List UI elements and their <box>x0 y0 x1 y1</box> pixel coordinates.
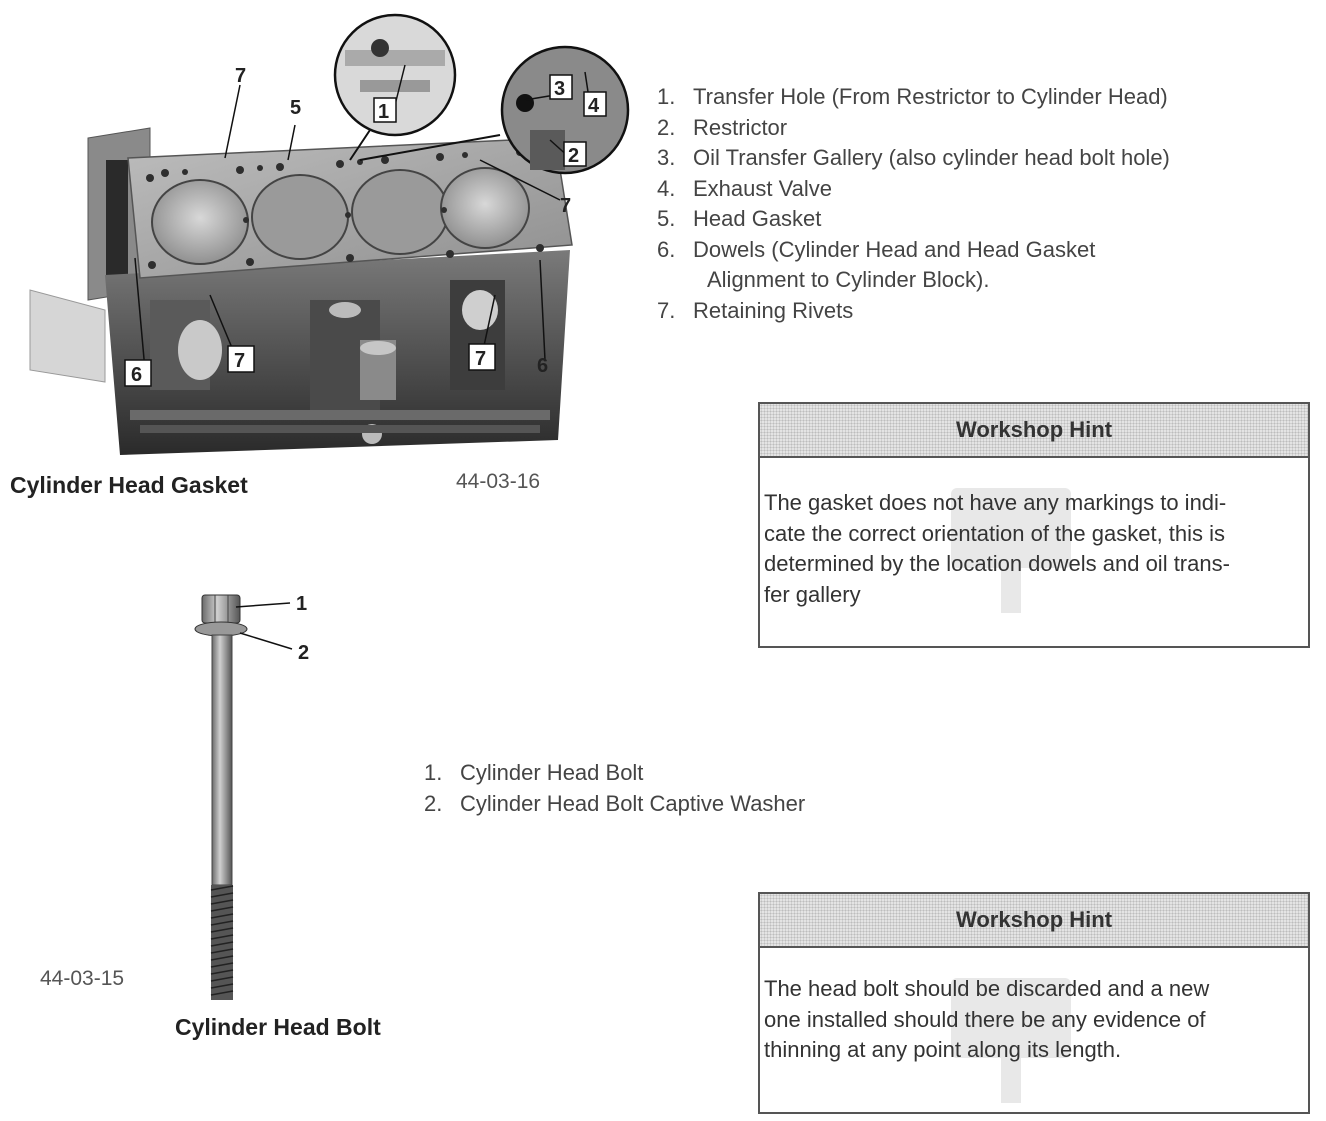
workshop-hint-box: Workshop Hint The head bolt should be di… <box>758 892 1310 1114</box>
figure-reference: 44-03-16 <box>456 470 541 493</box>
callout-2: 2 <box>298 642 309 664</box>
legend-number: 7. <box>657 297 676 323</box>
legend-item: 2. Restrictor <box>657 113 1297 144</box>
hint-line: fer gallery <box>764 581 861 607</box>
figure-caption: Cylinder Head Bolt <box>175 1014 381 1040</box>
figure-caption: Cylinder Head Gasket <box>10 472 248 498</box>
callout-4: 4 <box>588 95 600 117</box>
legend-number: 2. <box>657 114 676 140</box>
legend-item: 7. Retaining Rivets <box>657 296 1297 327</box>
legend-number: 5. <box>657 206 676 231</box>
figure-reference: 44-03-15 <box>40 967 125 990</box>
legend-item: 5. Head Gasket <box>657 204 1297 235</box>
legend-text: Transfer Hole (From Restrictor to Cylind… <box>693 84 1168 109</box>
legend-item: 1. Cylinder Head Bolt <box>424 758 924 789</box>
legend-item: 1. Transfer Hole (From Restrictor to Cyli… <box>657 82 1297 113</box>
legend-text: Oil Transfer Gallery (also cylinder head… <box>693 145 1170 170</box>
callout-6: 6 <box>131 364 142 386</box>
legend-text: Cylinder Head Bolt <box>460 760 644 785</box>
legend-text: Cylinder Head Bolt Captive Washer <box>460 790 806 816</box>
hint-line: thinning at any point along its length. <box>764 1037 1122 1062</box>
legend-text: Head Gasket <box>693 206 822 231</box>
hint-line: cate the correct orientation of the gask… <box>764 520 1226 546</box>
legend-text: Retaining Rivets <box>693 297 854 323</box>
hint-line: determined by the location dowels and oi… <box>764 551 1230 576</box>
callout-5: 5 <box>290 97 301 119</box>
legend-number: 3. <box>657 145 676 170</box>
callout-3: 3 <box>554 78 565 100</box>
callout-2: 2 <box>568 145 579 167</box>
legend-number: 1. <box>657 84 676 109</box>
workshop-hint-body: The head bolt should be discarded and a … <box>760 948 1308 1103</box>
hint-line: one installed should there be any eviden… <box>764 1006 1206 1032</box>
callout-7: 7 <box>560 195 571 217</box>
hint-line: The gasket does not have any markings to… <box>764 490 1227 515</box>
workshop-hint-title: Workshop Hint <box>760 894 1308 948</box>
callout-7: 7 <box>234 350 245 372</box>
callout-1: 1 <box>378 101 389 123</box>
gasket-legend: 1. Transfer Hole (From Restrictor to Cyli… <box>657 82 1297 326</box>
watermark-icon <box>951 488 1071 613</box>
legend-text: Restrictor <box>693 114 788 140</box>
workshop-hint-body: The gasket does not have any markings to… <box>760 458 1308 613</box>
callout-1: 1 <box>296 593 307 615</box>
callout-7: 7 <box>235 65 246 87</box>
legend-item: 3. Oil Transfer Gallery (also cylinder he… <box>657 143 1297 174</box>
legend-item: 6. Dowels (Cylinder Head and Head Gasket <box>657 235 1297 266</box>
bolt-legend: 1. Cylinder Head Bolt 2. Cylinder Head Bol… <box>424 758 924 819</box>
workshop-hint-title: Workshop Hint <box>760 404 1308 458</box>
cylinder-head-bolt-illustration: 1 2 <box>194 593 309 1000</box>
legend-item: 2. Cylinder Head Bolt Captive Washer <box>424 789 924 820</box>
legend-number: 4. <box>657 175 676 201</box>
legend-text: Exhaust Valve <box>693 175 833 201</box>
legend-number: 1. <box>424 760 443 785</box>
callout-7: 7 <box>475 348 486 370</box>
callout-6: 6 <box>537 355 548 377</box>
engine-block-illustration: 7 5 1 3 4 2 7 6 7 7 6 <box>29 13 630 455</box>
legend-text: Alignment to Cylinder Block). <box>707 267 990 292</box>
legend-number: 2. <box>424 790 443 816</box>
hint-line: The head bolt should be discarded and a … <box>764 976 1210 1001</box>
legend-item-continued: Alignment to Cylinder Block). <box>657 265 1297 296</box>
watermark-icon <box>951 978 1071 1103</box>
legend-number: 6. <box>657 236 676 262</box>
legend-text: Dowels (Cylinder Head and Head Gasket <box>693 236 1096 262</box>
workshop-hint-box: Workshop Hint The gasket does not have a… <box>758 402 1310 648</box>
legend-item: 4. Exhaust Valve <box>657 174 1297 205</box>
